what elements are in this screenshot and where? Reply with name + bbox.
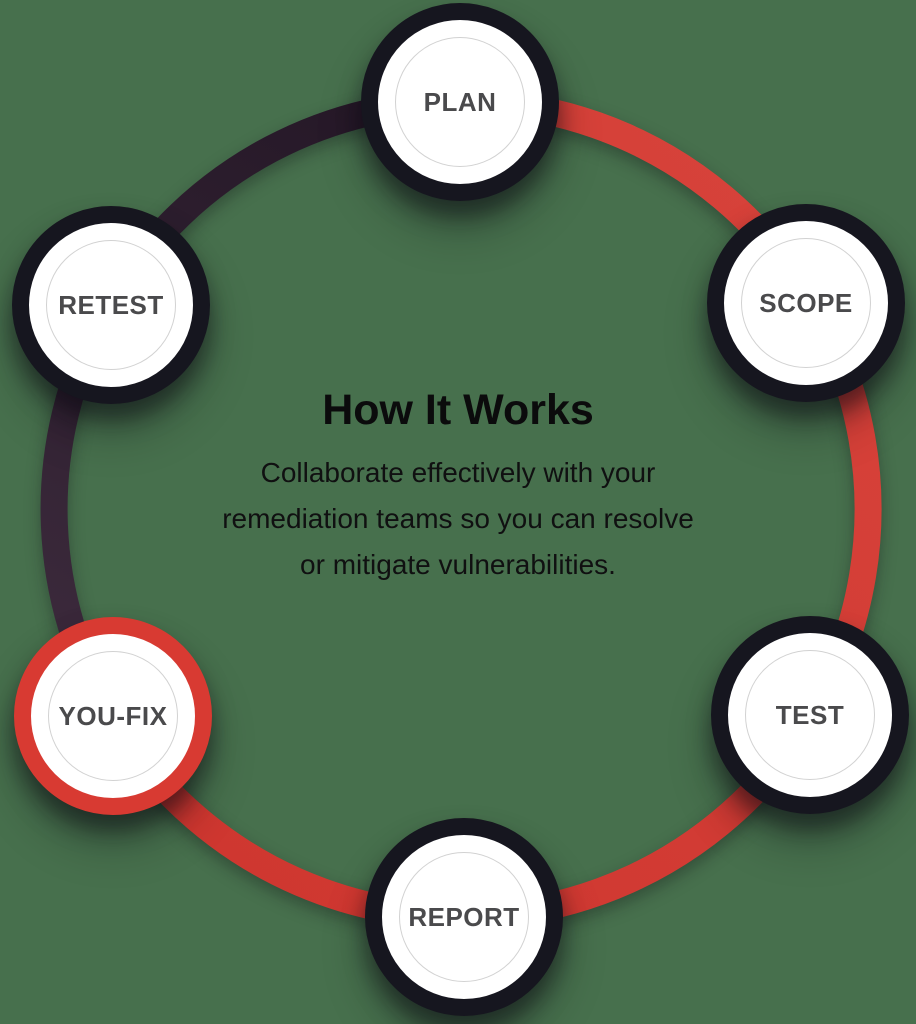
node-scope: SCOPE bbox=[707, 204, 905, 402]
node-report-label: REPORT bbox=[408, 901, 520, 932]
center-text-block: How It Works Collaborate effectively wit… bbox=[148, 386, 768, 588]
section-description: Collaborate effectively with your remedi… bbox=[148, 450, 768, 588]
node-you-fix-label: YOU-FIX bbox=[58, 700, 168, 731]
description-line-3: or mitigate vulnerabilities. bbox=[300, 549, 616, 580]
node-you-fix: YOU-FIX bbox=[14, 617, 212, 815]
node-plan-label: PLAN bbox=[423, 86, 497, 117]
node-retest-label: RETEST bbox=[58, 289, 164, 320]
description-line-1: Collaborate effectively with your bbox=[260, 457, 656, 488]
node-report: REPORT bbox=[365, 818, 563, 1016]
node-retest: RETEST bbox=[12, 206, 210, 404]
description-line-2: remediation teams so you can resolve bbox=[222, 503, 694, 534]
node-test: TEST bbox=[711, 616, 909, 814]
node-scope-label: SCOPE bbox=[759, 287, 853, 318]
section-title: How It Works bbox=[322, 386, 594, 434]
node-plan: PLAN bbox=[361, 3, 559, 201]
node-test-label: TEST bbox=[775, 699, 845, 730]
